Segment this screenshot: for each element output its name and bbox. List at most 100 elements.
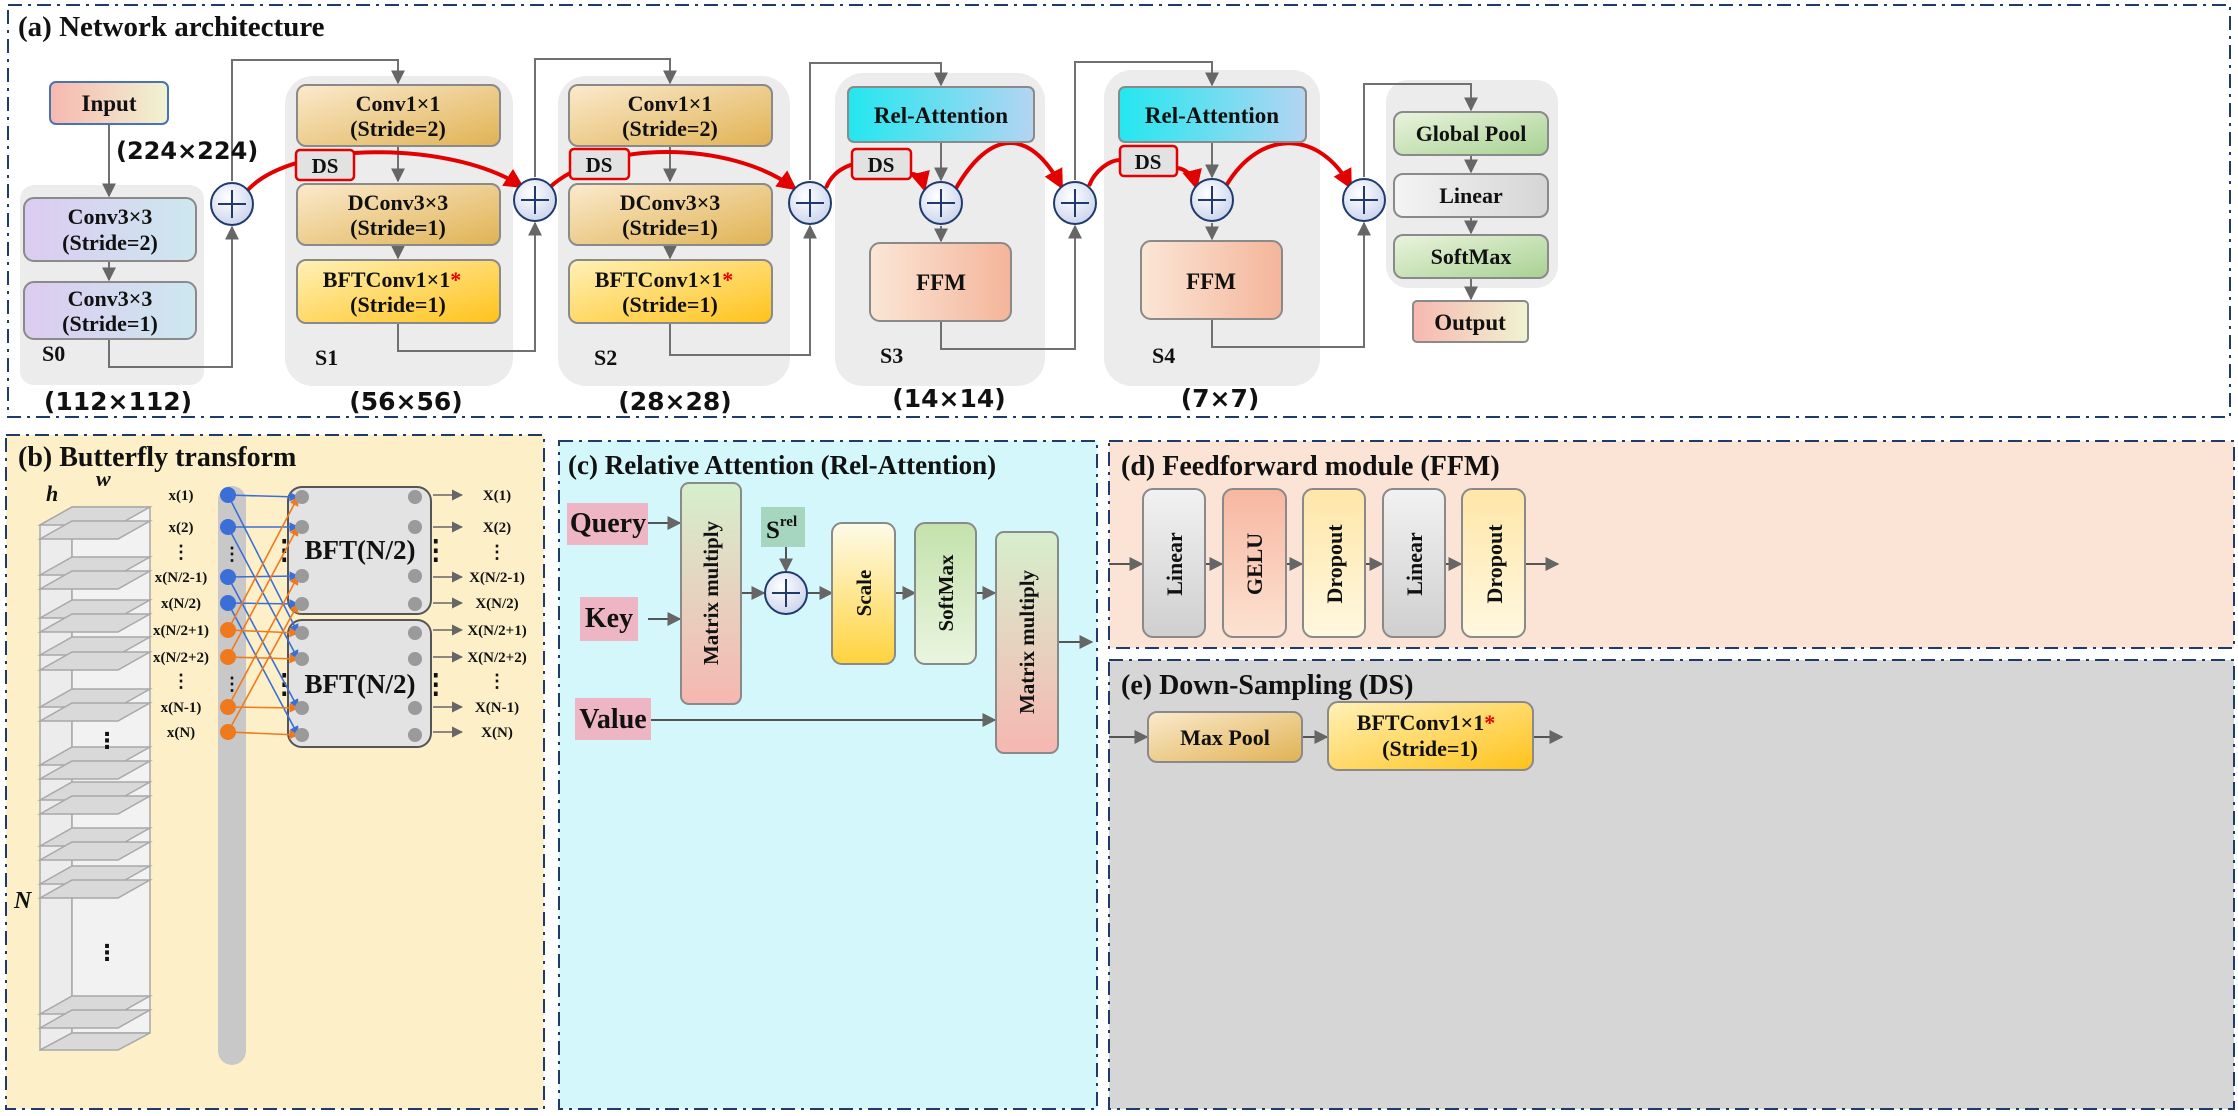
ffm-linear-1 bbox=[1142, 488, 1206, 638]
input-size-label: (224×224) bbox=[116, 137, 258, 165]
s1-conv-line1: Conv1×1 bbox=[356, 91, 441, 116]
srel-label: Srel bbox=[766, 514, 797, 544]
bft-vdots-b: ⋮ bbox=[223, 674, 241, 694]
scale-box bbox=[831, 522, 896, 665]
s0-conv2-line2: (Stride=1) bbox=[62, 311, 158, 336]
s2-conv-line1: Conv1×1 bbox=[628, 91, 713, 116]
size-s3: (14×14) bbox=[892, 384, 1005, 413]
bft-port-dot bbox=[295, 652, 309, 666]
bft-input-dot bbox=[220, 724, 236, 740]
s2-bftconv1x1 bbox=[568, 259, 773, 324]
softmax-box bbox=[1393, 234, 1549, 279]
bft-wire-cross bbox=[227, 496, 299, 631]
panel-d-title: (d) Feedforward module (FFM) bbox=[1121, 451, 1500, 482]
bft-wire-straight bbox=[227, 703, 299, 713]
bft-output-label: X(N) bbox=[481, 725, 513, 741]
bft-input-dot bbox=[220, 622, 236, 638]
size-s1: (56×56) bbox=[349, 387, 462, 416]
svg-text:DS: DS bbox=[868, 153, 895, 177]
bft-input-label: x(N/2+1) bbox=[153, 623, 209, 639]
size-s2: (28×28) bbox=[618, 387, 731, 416]
plus-node-s4 bbox=[1190, 178, 1234, 222]
linear-label: Linear bbox=[1439, 183, 1503, 208]
bft-input-label: x(1) bbox=[169, 488, 194, 504]
stage-s1-label: S1 bbox=[315, 345, 338, 370]
s1-dconv-line1: DConv3×3 bbox=[348, 190, 449, 215]
plus-node-3 bbox=[1053, 181, 1097, 225]
output-box bbox=[1412, 300, 1529, 343]
scale-label: Scale bbox=[852, 570, 876, 617]
panel-feedforward-module: (d) Feedforward module (FFM) Linear GELU… bbox=[1108, 440, 2235, 649]
ffm-dropout-1-label: Dropout bbox=[1322, 524, 1347, 604]
bft-input-label: ⋮ bbox=[172, 542, 190, 562]
bft-wire-cross bbox=[227, 526, 299, 658]
panel-network-architecture: (a) Network architecture bbox=[7, 4, 2231, 418]
s0-conv-stride1 bbox=[23, 281, 197, 340]
s1-conv-line2: (Stride=2) bbox=[350, 116, 446, 141]
s1-dconv3x3 bbox=[296, 183, 501, 246]
linear-box bbox=[1393, 173, 1549, 218]
panel-b-title: (b) Butterfly transform bbox=[18, 442, 296, 473]
bft-port-dot bbox=[295, 626, 309, 640]
ffm-dropout-1 bbox=[1302, 488, 1366, 638]
bft-wire-straight bbox=[227, 599, 299, 609]
bft-bottom-label: ⋮ BFT(N/2) ⋮ bbox=[271, 669, 450, 699]
bft-input-label: ⋮ bbox=[172, 671, 190, 691]
panel-down-sampling: (e) Down-Sampling (DS) Max Pool BFTConv1… bbox=[1108, 659, 2235, 1110]
size-s4: (7×7) bbox=[1181, 384, 1260, 413]
s3-ffm-label: FFM bbox=[916, 270, 966, 295]
bft-output-labels: X(1)X(2)⋮X(N/2-1)X(N/2)X(N/2+1)X(N/2+2)⋮… bbox=[467, 488, 526, 741]
query-box bbox=[567, 503, 648, 545]
bft-wire-straight bbox=[227, 491, 299, 502]
s0-conv1-line1: Conv3×3 bbox=[68, 204, 153, 229]
label-h: h bbox=[46, 481, 58, 506]
bft-input-dot bbox=[220, 595, 236, 611]
bft-port-dot bbox=[408, 490, 422, 504]
ds-bft-line2: (Stride=1) bbox=[1382, 736, 1478, 761]
ffm-gelu bbox=[1222, 488, 1287, 638]
bft-port-dot bbox=[408, 597, 422, 611]
bft-input-label: x(2) bbox=[169, 520, 194, 536]
bft-wire-cross bbox=[227, 575, 299, 708]
svg-text:DS: DS bbox=[312, 154, 339, 178]
bft-input-label: x(N/2+2) bbox=[153, 650, 209, 666]
bft-input-dot bbox=[220, 699, 236, 715]
panel-butterfly-transform: (b) Butterfly transform h w N bbox=[5, 434, 545, 1110]
stage-s4-label: S4 bbox=[1152, 343, 1175, 368]
bft-input-label: x(N) bbox=[167, 725, 195, 741]
key-label: Key bbox=[585, 603, 633, 634]
s3-rel-attention-label: Rel-Attention bbox=[874, 103, 1008, 128]
s0-conv1-line2: (Stride=2) bbox=[62, 230, 158, 255]
bft-block-bottom bbox=[287, 619, 432, 748]
ds-box-2: DS bbox=[568, 147, 631, 181]
label-N: N bbox=[13, 888, 33, 914]
s1-dconv-line2: (Stride=1) bbox=[350, 215, 446, 240]
panel-c-title: (c) Relative Attention (Rel-Attention) bbox=[568, 450, 996, 480]
input-label: Input bbox=[82, 91, 137, 116]
size-s0: (112×112) bbox=[44, 387, 192, 416]
ffm-linear-2 bbox=[1382, 488, 1446, 638]
bft-input-label: x(N/2-1) bbox=[155, 570, 208, 586]
output-label: Output bbox=[1434, 310, 1506, 335]
ds-box-4: DS bbox=[1118, 144, 1179, 178]
bft-wire-straight bbox=[227, 571, 299, 581]
s0-conv2-line1: Conv3×3 bbox=[68, 286, 153, 311]
bft-wire-straight bbox=[227, 729, 299, 740]
maxpool-label: Max Pool bbox=[1180, 725, 1270, 750]
bft-input-dot bbox=[220, 519, 236, 535]
plus-node-c bbox=[764, 571, 808, 615]
s2-dconv-line2: (Stride=1) bbox=[622, 215, 718, 240]
ffm-gelu-label: GELU bbox=[1242, 533, 1267, 595]
bft-output-label: ⋮ bbox=[488, 542, 506, 562]
s4-rel-attention bbox=[1118, 86, 1307, 143]
ds-bft-line1: BFTConv1×1* bbox=[1357, 710, 1495, 735]
global-pool-label: Global Pool bbox=[1416, 121, 1527, 146]
input-box bbox=[49, 81, 169, 125]
bft-port-dot bbox=[408, 728, 422, 742]
bft-input-label: x(N-1) bbox=[161, 700, 202, 716]
value-box bbox=[575, 698, 651, 740]
ds-box-3: DS bbox=[850, 147, 913, 181]
s2-dconv-line1: DConv3×3 bbox=[620, 190, 721, 215]
bft-output-label: X(N/2+2) bbox=[467, 650, 526, 666]
